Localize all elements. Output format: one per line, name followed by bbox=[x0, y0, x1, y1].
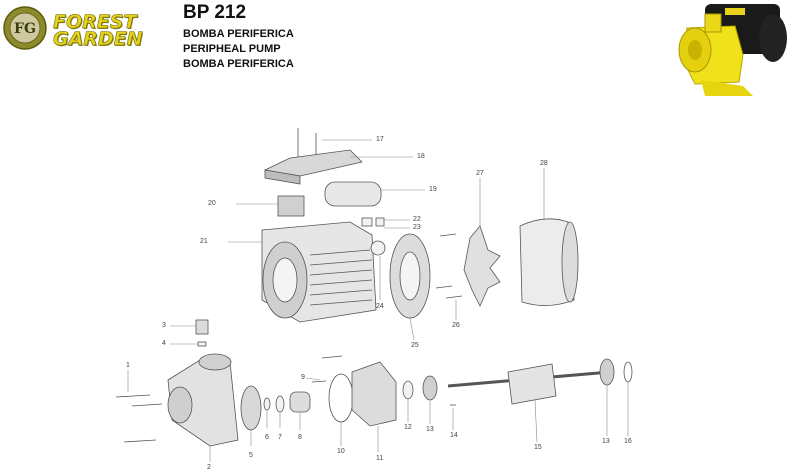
part-number-14: 14 bbox=[450, 432, 458, 439]
brand-line-1: FOREST bbox=[53, 11, 137, 33]
brand-name: FOREST GARDEN bbox=[53, 11, 143, 50]
forest-garden-logo: FG FOREST GARDEN bbox=[3, 6, 173, 50]
part-number-28: 28 bbox=[540, 160, 548, 167]
part-number-13: 13 bbox=[426, 426, 434, 433]
subtitle-line-3: BOMBA PERIFERICA bbox=[183, 58, 294, 70]
part-number-23: 23 bbox=[413, 224, 421, 231]
logo-seal-icon: FG bbox=[3, 6, 47, 50]
part-number-16: 16 bbox=[624, 438, 632, 445]
part-number-24: 24 bbox=[376, 303, 384, 310]
part-number-22: 22 bbox=[413, 216, 421, 223]
part-number-10: 10 bbox=[337, 448, 345, 455]
part-number-8: 8 bbox=[298, 434, 302, 441]
part-number-9: 9 bbox=[301, 374, 305, 381]
model-title: BP 212 bbox=[183, 2, 247, 23]
part-number-21: 21 bbox=[200, 238, 208, 245]
part-number-11: 11 bbox=[376, 455, 384, 462]
part-number-6: 6 bbox=[265, 434, 269, 441]
part-number-7: 7 bbox=[278, 434, 282, 441]
part-number-25: 25 bbox=[411, 342, 419, 349]
subtitle-line-1: BOMBA PERIFERICA bbox=[183, 28, 294, 40]
part-number-26: 26 bbox=[452, 322, 460, 329]
part-number-19: 19 bbox=[429, 186, 437, 193]
part-number-1: 1 bbox=[126, 362, 130, 369]
part-number-15: 15 bbox=[534, 444, 542, 451]
part-number-27: 27 bbox=[476, 170, 484, 177]
part-number-17: 17 bbox=[376, 136, 384, 143]
part-number-13b: 13 bbox=[602, 438, 610, 445]
pump-photo bbox=[678, 4, 787, 96]
svg-text:FG: FG bbox=[14, 21, 36, 37]
subtitle-line-2: PERIPHEAL PUMP bbox=[183, 43, 281, 55]
part-number-12: 12 bbox=[404, 424, 412, 431]
part-number-20: 20 bbox=[208, 200, 216, 207]
part-number-4: 4 bbox=[162, 340, 166, 347]
part-number-5: 5 bbox=[249, 452, 253, 459]
part-number-3: 3 bbox=[162, 322, 166, 329]
part-number-18: 18 bbox=[417, 153, 425, 160]
brand-line-2: GARDEN bbox=[53, 28, 143, 50]
part-number-2: 2 bbox=[207, 464, 211, 471]
